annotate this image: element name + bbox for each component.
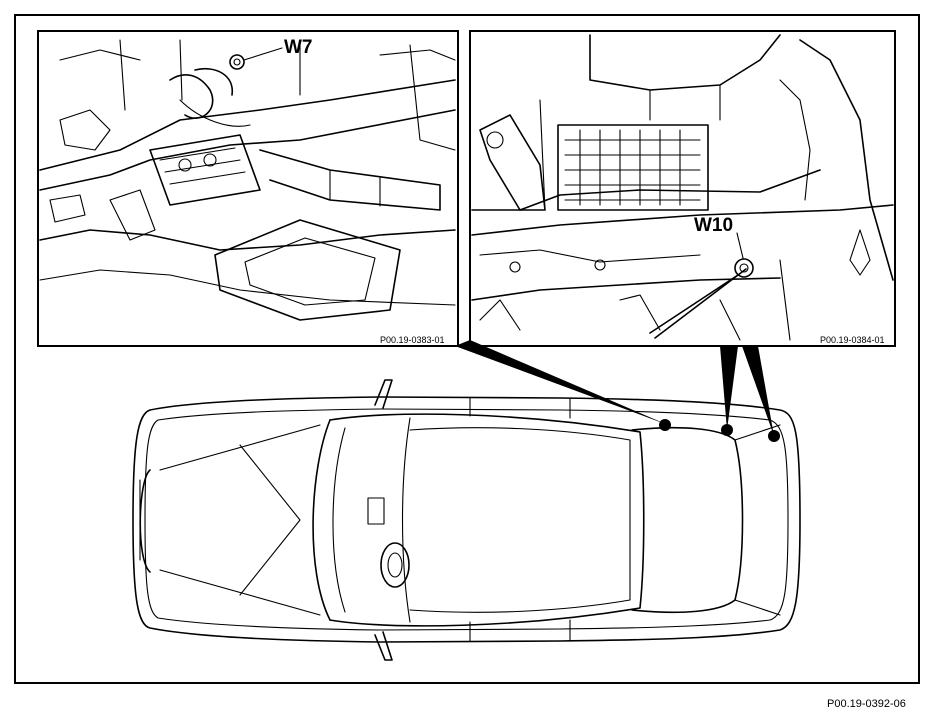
outer-frame	[14, 14, 920, 684]
ground-point-marker-w10-a	[721, 424, 733, 436]
engine-bay-linework-w7	[39, 39, 456, 321]
detail-view-w10: W10 P00.19-0384-01	[469, 30, 896, 347]
ground-point-marker-w7	[659, 419, 671, 431]
vehicle-top-view	[132, 379, 801, 661]
callout-wedges	[455, 340, 774, 436]
figure-reference: P00.19-0392-06	[827, 698, 906, 710]
callout-wedge-w10-left	[720, 346, 738, 430]
reference-w10: P00.19-0384-01	[820, 335, 885, 345]
detail-frame-w7	[37, 30, 459, 347]
detail-frame-w10	[469, 30, 896, 347]
leader-line-w7	[243, 47, 283, 61]
label-w7: W7	[284, 37, 313, 58]
ground-point-marker-w10-b	[768, 430, 780, 442]
label-w10: W10	[694, 215, 733, 236]
reference-w7: P00.19-0383-01	[380, 335, 445, 345]
engine-bay-linework-w10	[471, 34, 894, 341]
callout-wedge-w10-right	[742, 346, 774, 436]
detail-view-w7: W7 P00.19-0383-01	[37, 30, 459, 347]
leader-line-w10	[736, 232, 744, 259]
callout-wedge-w7	[455, 340, 668, 425]
